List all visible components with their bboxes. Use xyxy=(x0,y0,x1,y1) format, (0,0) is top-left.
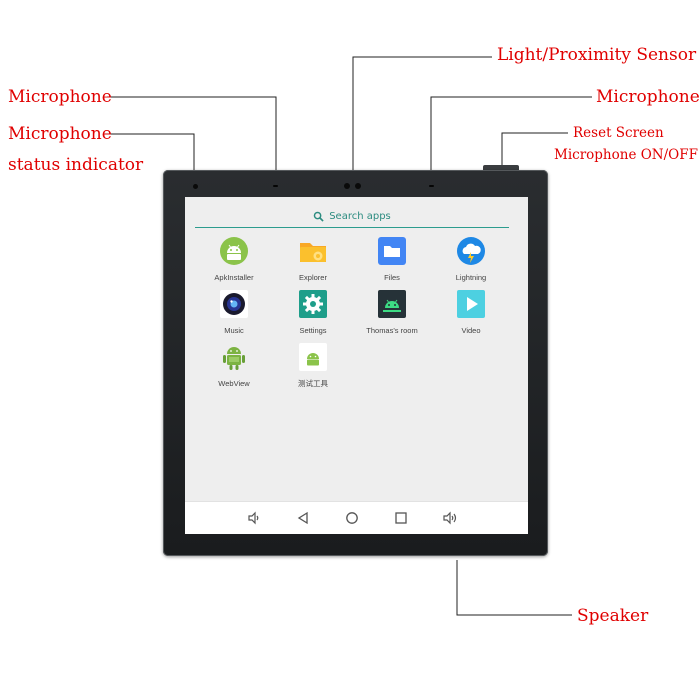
gear-icon xyxy=(299,290,327,318)
app-label: Lightning xyxy=(455,273,487,282)
app-video[interactable]: Video xyxy=(431,289,511,335)
app-apkinstaller[interactable]: ApkInstaller xyxy=(194,236,274,282)
navigation-bar xyxy=(185,501,528,534)
files-folder-icon xyxy=(378,237,406,265)
leader-light-sensor xyxy=(352,56,492,172)
recents-button[interactable] xyxy=(393,510,409,526)
back-icon xyxy=(297,511,308,525)
play-icon xyxy=(457,290,485,318)
microphone-left-hole xyxy=(273,185,278,187)
cloud-lightning-icon xyxy=(457,237,485,265)
microphone-right-hole xyxy=(429,185,434,187)
android-room-icon xyxy=(378,290,406,318)
callout-mic-left: Microphone xyxy=(8,87,112,107)
volume-up-icon xyxy=(443,511,457,525)
search-apps-bar[interactable]: Search apps xyxy=(195,205,509,228)
light-sensor xyxy=(344,183,350,189)
app-label: Thomas's room xyxy=(366,326,418,335)
app-lightning[interactable]: Lightning xyxy=(431,236,511,282)
tablet-device: Search apps ApkInstaller xyxy=(163,170,548,556)
app-test-tool[interactable]: 测试工具 xyxy=(273,342,353,388)
music-lens-icon xyxy=(220,290,248,318)
recents-icon xyxy=(395,512,407,524)
proximity-sensor xyxy=(355,183,361,189)
home-icon xyxy=(346,512,358,524)
app-files[interactable]: Files xyxy=(352,236,432,282)
app-music[interactable]: Music xyxy=(194,289,274,335)
app-label: Files xyxy=(384,273,400,282)
callout-mic-switch: Microphone ON/OFF xyxy=(554,147,698,163)
device-screen: Search apps ApkInstaller xyxy=(185,197,528,534)
back-button[interactable] xyxy=(295,510,311,526)
app-thomas-room[interactable]: Thomas's room xyxy=(352,289,432,335)
callout-speaker: Speaker xyxy=(577,606,649,626)
explorer-folder-icon xyxy=(300,243,326,262)
app-label: Music xyxy=(224,326,244,335)
volume-up-button[interactable] xyxy=(442,510,458,526)
callout-mic-status-line2: status indicator xyxy=(8,155,144,175)
mic-status-indicator xyxy=(193,184,198,189)
app-label: ApkInstaller xyxy=(214,273,254,282)
volume-down-button[interactable] xyxy=(246,510,262,526)
callout-mic-right: Microphone xyxy=(596,87,700,107)
android-robot-icon xyxy=(223,347,245,370)
app-label: 测试工具 xyxy=(298,379,328,388)
app-explorer[interactable]: Explorer xyxy=(273,236,353,282)
search-placeholder: Search apps xyxy=(329,210,391,222)
android-test-icon xyxy=(299,343,327,371)
app-label: Video xyxy=(461,326,481,335)
android-installer-icon xyxy=(220,237,248,265)
app-settings[interactable]: Settings xyxy=(273,289,353,335)
app-label: Settings xyxy=(299,326,327,335)
app-label: Explorer xyxy=(299,273,327,282)
callout-reset-screen: Reset Screen xyxy=(573,125,664,141)
reset-mic-switch-button[interactable] xyxy=(483,165,519,171)
search-icon xyxy=(313,211,324,222)
app-webview[interactable]: WebView xyxy=(194,342,274,388)
home-button[interactable] xyxy=(344,510,360,526)
volume-down-icon xyxy=(248,511,259,525)
leader-speaker xyxy=(456,560,572,616)
callout-mic-status-line1: Microphone xyxy=(8,124,112,144)
app-label: WebView xyxy=(218,379,250,388)
callout-light-sensor: Light/Proximity Sensor xyxy=(497,45,697,65)
